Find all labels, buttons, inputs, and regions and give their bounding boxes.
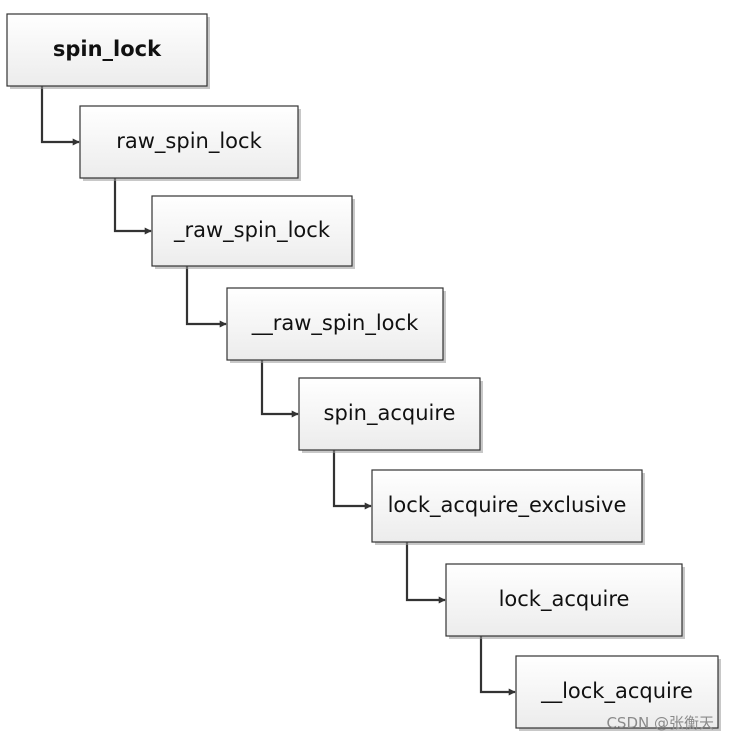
edge-arrow xyxy=(40,86,80,146)
node-box xyxy=(226,287,444,361)
edges-layer xyxy=(40,86,516,696)
node-raw-spin-lock: raw_spin_lock xyxy=(79,105,301,181)
node-raw-spin-lock: __raw_spin_lock xyxy=(226,287,446,363)
node-label: lock_acquire xyxy=(499,587,630,612)
edge-arrow xyxy=(479,636,516,696)
watermark-text: CSDN @张衡天 xyxy=(606,714,714,732)
node-box xyxy=(6,13,208,87)
node-box xyxy=(445,563,683,637)
node-raw-spin-lock: _raw_spin_lock xyxy=(151,195,355,269)
node-box xyxy=(515,655,719,729)
node-box xyxy=(298,377,481,451)
node-box xyxy=(371,469,643,543)
node-spin-lock: spin_lock xyxy=(6,13,210,89)
edge-arrow xyxy=(113,178,152,235)
node-label: __lock_acquire xyxy=(540,679,693,704)
node-label: _raw_spin_lock xyxy=(173,218,331,243)
node-label: spin_acquire xyxy=(324,401,456,426)
node-label: spin_lock xyxy=(53,37,162,61)
node-label: raw_spin_lock xyxy=(116,129,262,154)
node-lock-acquire: __lock_acquire xyxy=(515,655,721,731)
nodes-layer: spin_lock raw_spin_lock _raw_spin_lock __ra… xyxy=(6,13,721,731)
edge-arrow xyxy=(332,450,372,510)
node-box xyxy=(79,105,299,179)
node-box xyxy=(151,195,353,267)
node-lock-acquire: lock_acquire xyxy=(445,563,685,639)
edge-arrow xyxy=(185,266,227,328)
node-label: __raw_spin_lock xyxy=(251,311,419,336)
edge-arrow xyxy=(405,542,446,604)
edge-arrow xyxy=(260,360,299,418)
node-spin-acquire: spin_acquire xyxy=(298,377,483,453)
node-label: lock_acquire_exclusive xyxy=(388,493,627,518)
node-lock-acquire-exclusive: lock_acquire_exclusive xyxy=(371,469,645,545)
